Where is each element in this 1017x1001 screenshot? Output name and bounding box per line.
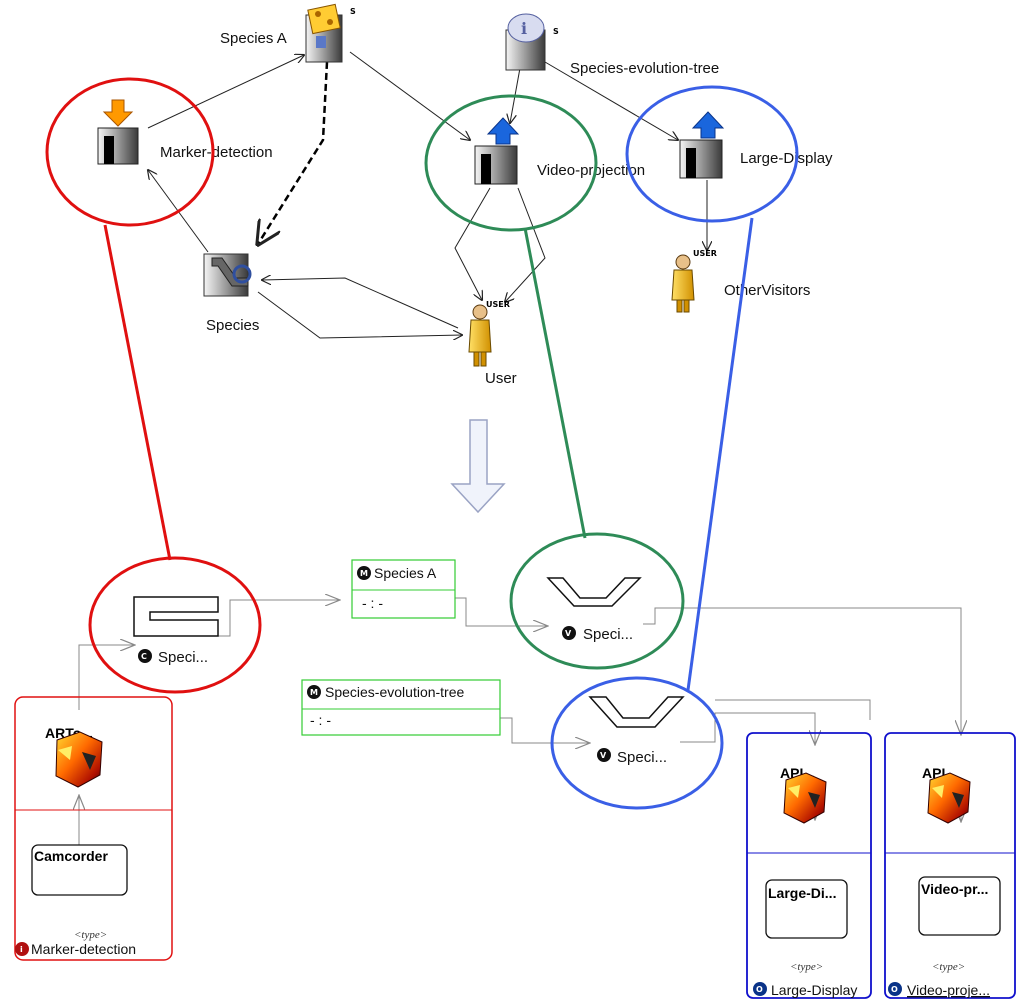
species-a-model-box[interactable]: M Species A - : - (351, 559, 456, 619)
store-badge-species-a: S (350, 7, 356, 16)
species-view-label-1: Speci... (583, 626, 633, 643)
marker-detection-device-icon (97, 99, 139, 165)
large-di-label: Large-Di... (768, 885, 836, 901)
species-controller-label: Speci... (158, 649, 208, 666)
other-visitors-icon (671, 254, 695, 313)
store-badge-species-evolution-tree: S (553, 27, 559, 36)
video-projection-bottom-label: Video-proje... (907, 982, 990, 998)
red-mapping (45, 77, 262, 694)
api-cube-icon-1 (783, 772, 827, 824)
video-pr-box (918, 876, 1001, 936)
large-display-type-label: <type> (790, 961, 823, 973)
species-view-label-2: Speci... (617, 749, 667, 766)
marker-detection-bottom-label: Marker-detection (31, 941, 136, 957)
other-visitors-label: OtherVisitors (724, 282, 810, 299)
species-tool-icon (203, 253, 252, 297)
interactor-badge-letter: i (20, 945, 23, 954)
species-view-node-1[interactable]: V Speci... (546, 577, 642, 643)
blue-mapping (550, 85, 799, 810)
camcorder-label: Camcorder (34, 848, 108, 864)
marker-detection-type-label: <type> (74, 929, 107, 941)
view-badge-icon-2 (597, 748, 611, 762)
model-badge-letter-2: M (310, 688, 318, 697)
species-controller-node[interactable]: C Speci... (133, 596, 219, 666)
view-badge-letter-1: V (565, 629, 572, 638)
species-evolution-tree-label: Species-evolution-tree (570, 60, 719, 77)
svg-text:i: i (521, 19, 527, 38)
model-badge-letter: M (360, 569, 368, 578)
user-badge: USER (486, 300, 510, 309)
top-connectors (148, 51, 707, 338)
interactor-badge-icon (15, 942, 29, 956)
controller-badge-letter: C (141, 652, 147, 661)
species-view-node-2[interactable]: V Speci... (588, 696, 685, 766)
video-pr-label: Video-pr... (921, 881, 988, 897)
controller-badge-icon (138, 649, 152, 663)
large-display-label: Large-Display (740, 150, 833, 167)
species-evolution-tree-model-box[interactable]: M Species-evolution-tree - : - (301, 679, 501, 736)
large-display-device-icon (679, 111, 725, 179)
user-icon (468, 304, 492, 367)
species-label: Species (206, 317, 259, 334)
video-projection-type-label: <type> (932, 961, 965, 973)
species-a-store-icon (305, 3, 343, 63)
species-a-model-field: - : - (362, 595, 383, 611)
large-display-output-box[interactable]: API... Large-Di... <type> O Large-Displa… (746, 732, 872, 999)
output-badge-letter-1: O (756, 985, 763, 994)
species-evolution-tree-model-label: Species-evolution-tree (325, 684, 465, 700)
species-evolution-tree-model-field: - : - (310, 712, 331, 728)
other-visitors-badge: USER (693, 249, 717, 258)
video-projection-output-box[interactable]: API... Video-pr... <type> O Video-proje.… (884, 732, 1016, 999)
large-display-bottom-label: Large-Display (771, 982, 857, 998)
view-badge-letter-2: V (600, 751, 607, 760)
view-badge-icon-1 (562, 626, 576, 640)
output-badge-icon-1 (753, 982, 767, 996)
species-evolution-tree-store-icon: i (505, 13, 546, 71)
marker-detection-label: Marker-detection (160, 144, 273, 161)
model-badge-icon-2 (307, 685, 321, 699)
camcorder-box (31, 844, 128, 896)
video-projection-device-icon (474, 117, 520, 185)
output-badge-letter-2: O (891, 985, 898, 994)
artoolkit-cube-icon (55, 731, 103, 788)
species-a-label: Species A (220, 30, 287, 47)
green-mapping (424, 94, 685, 670)
output-badge-icon-2 (888, 982, 902, 996)
transformation-arrow (450, 419, 506, 514)
species-a-model-label: Species A (374, 565, 437, 581)
api-cube-icon-2 (927, 772, 971, 824)
marker-detection-interactor-box[interactable]: ARTo... Camcorder <type> i Marker-detect… (14, 696, 173, 961)
video-projection-label: Video-projection (537, 162, 645, 179)
large-di-box (765, 879, 848, 939)
model-badge-icon (357, 566, 371, 580)
user-label: User (485, 370, 517, 387)
